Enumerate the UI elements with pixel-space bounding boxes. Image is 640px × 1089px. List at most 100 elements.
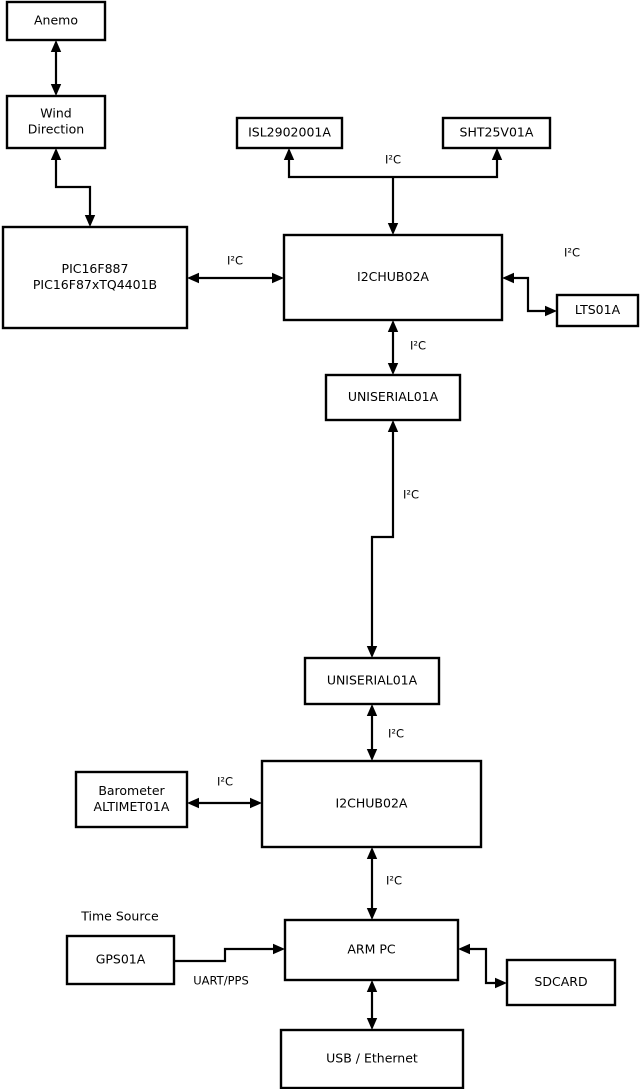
edge-label-pic-hub: I²C [227,254,243,268]
node-label-hub_bot: I2CHUB02A [336,796,408,811]
node-box-lts[interactable] [555,293,640,328]
edge-label-uni-top-uni-bot: I²C [403,488,419,502]
node-box-hub_top[interactable] [282,233,504,322]
arrowhead-end-uni-bot-hub-bot [366,749,378,761]
arrowhead-end-gps-armpc [273,943,285,955]
edge-uni-top-uni-bot: I²C [366,420,419,658]
node-box-sht[interactable] [441,116,552,150]
edge-line-hub-lts [512,276,547,313]
edges-layer: I²C I²C I²C I²C I²C I²C I²C I²C UART/PPS [50,40,580,1030]
node-box-uni_top[interactable] [324,373,462,422]
edge-label-gps-armpc: UART/PPS [193,974,249,988]
label-time-source: Time Source [80,909,159,924]
edge-uni-bot-hub-bot: I²C [366,704,404,761]
node-label-uni_top: UNISERIAL01A [348,389,439,404]
edge-barometer-hub-bot: I²C [187,775,262,809]
edge-anemo-wind [50,40,62,96]
node-label-barometer-line1: Barometer [98,783,165,798]
arrowhead-start-wind-pic [50,148,62,160]
node-label-uni_bot: UNISERIAL01A [327,673,418,688]
arrowhead-start-uni-top-uni-bot [387,420,399,432]
edge-hub-uni-top: I²C [387,320,426,375]
arrowhead-start-hub-bus-isl-sht [283,148,295,160]
node-uni_bot[interactable]: UNISERIAL01A [303,656,441,706]
edge-label-hub-bot-armpc: I²C [386,874,402,888]
edge-label-barometer-hub-bot: I²C [217,775,233,789]
node-label-pic-line1: PIC16F887 [62,261,129,276]
node-box-gps[interactable] [65,934,176,986]
node-box-uni_bot[interactable] [303,656,441,706]
node-label-lts: LTS01A [575,302,621,317]
arrowhead-start-hub-bot-armpc [366,847,378,859]
arrowhead-start-uni-bot-hub-bot [366,704,378,716]
edge-hub-bot-armpc: I²C [366,847,402,920]
node-box-usb_eth[interactable] [279,1028,465,1089]
node-label-wind-line1: Wind [40,106,71,121]
arrowhead-end-hub-bus-isl-sht [491,148,503,160]
node-box-hub_bot[interactable] [260,759,483,849]
edge-gps-armpc: UART/PPS [174,943,285,988]
arrowhead-end-anemo-wind [50,84,62,96]
edge-label-hub-bus-isl-sht: I²C [385,153,401,167]
edge-label-uni-bot-hub-bot: I²C [388,727,404,741]
edge-line-wind-pic [54,158,92,217]
arrowhead-end-wind-pic [84,215,96,227]
node-box-wind[interactable] [5,94,107,150]
arrowhead-start-armpc-sdcard [458,943,470,955]
node-label-pic-line2: PIC16F87xTQ4401B [33,277,157,292]
arrowhead-end-armpc-usb [366,1018,378,1030]
free-labels-layer: Time Source [80,909,159,924]
node-armpc[interactable]: ARM PC [283,918,460,982]
node-label-gps: GPS01A [96,952,146,967]
node-label-isl: ISL2902001A [248,125,331,140]
edge-armpc-sdcard [458,943,507,989]
arrowhead-start-anemo-wind [50,40,62,52]
arrowhead-end-uni-top-uni-bot [366,646,378,658]
node-hub_bot[interactable]: I2CHUB02A [260,759,483,849]
node-hub_top[interactable]: I2CHUB02A [282,233,504,322]
node-sht[interactable]: SHT25V01A [441,116,552,150]
edge-hub-lts: I²C [502,246,580,317]
edge-armpc-usb [366,980,378,1030]
arrowhead-end-pic-hub [272,272,284,284]
node-label-sht: SHT25V01A [460,125,534,140]
node-label-sdcard: SDCARD [534,974,587,989]
node-box-armpc[interactable] [283,918,460,982]
edge-wind-pic [50,148,96,227]
arrowhead-start-barometer-hub-bot [187,797,199,809]
node-box-anemo[interactable] [5,0,107,42]
node-usb_eth[interactable]: USB / Ethernet [279,1028,465,1089]
node-anemo[interactable]: Anemo [5,0,107,42]
node-uni_top[interactable]: UNISERIAL01A [324,373,462,422]
edge-line-armpc-sdcard [468,947,497,985]
node-isl[interactable]: ISL2902001A [235,116,344,150]
node-label-anemo: Anemo [34,13,78,28]
edge-label-hub-uni-top: I²C [410,339,426,353]
arrowhead-end-hub-bot-armpc [366,908,378,920]
node-gps[interactable]: GPS01A [65,934,176,986]
arrowhead-stem-hub-bus-isl-sht [387,223,399,235]
arrowhead-start-hub-uni-top [387,320,399,332]
edge-line-uni-top-uni-bot [370,430,395,648]
arrowhead-start-pic-hub [187,272,199,284]
arrowhead-end-hub-uni-top [387,363,399,375]
node-sdcard[interactable]: SDCARD [505,958,617,1007]
node-box-barometer[interactable] [74,770,189,829]
edge-hub-bus-isl-sht: I²C [283,148,503,235]
node-label-armpc: ARM PC [347,942,396,957]
node-lts[interactable]: LTS01A [555,293,640,328]
node-label-hub_top: I2CHUB02A [357,269,429,284]
node-label-barometer-line2: ALTIMET01A [94,799,170,814]
node-box-isl[interactable] [235,116,344,150]
arrowhead-end-barometer-hub-bot [250,797,262,809]
node-box-pic[interactable] [1,225,189,330]
edge-label-hub-lts: I²C [564,246,580,260]
node-box-sdcard[interactable] [505,958,617,1007]
node-label-usb_eth: USB / Ethernet [326,1051,418,1066]
arrowhead-end-armpc-sdcard [495,977,507,989]
